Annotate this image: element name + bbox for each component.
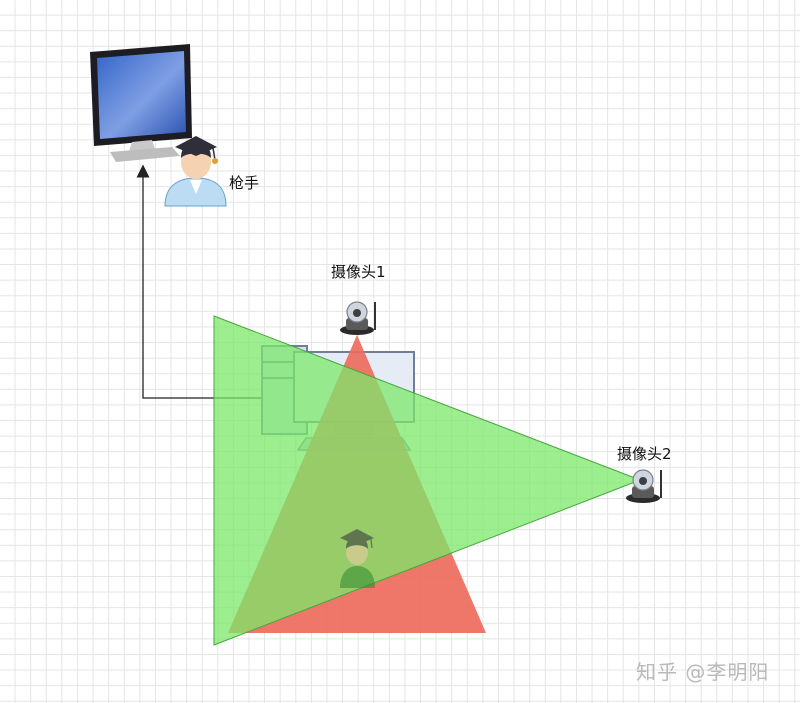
camera1-label: 摄像头1	[331, 263, 386, 281]
graduate-person-icon	[164, 136, 227, 207]
security-camera-icon	[340, 301, 376, 335]
security-camera-icon	[626, 469, 662, 503]
shooter-label: 枪手	[229, 174, 260, 192]
watermark: 知乎 @李明阳	[636, 660, 770, 684]
target-person-icon	[340, 529, 375, 588]
desktop-monitor-icon	[90, 44, 192, 162]
camera2-view-cone	[213, 315, 642, 646]
camera2-label: 摄像头2	[617, 445, 672, 463]
